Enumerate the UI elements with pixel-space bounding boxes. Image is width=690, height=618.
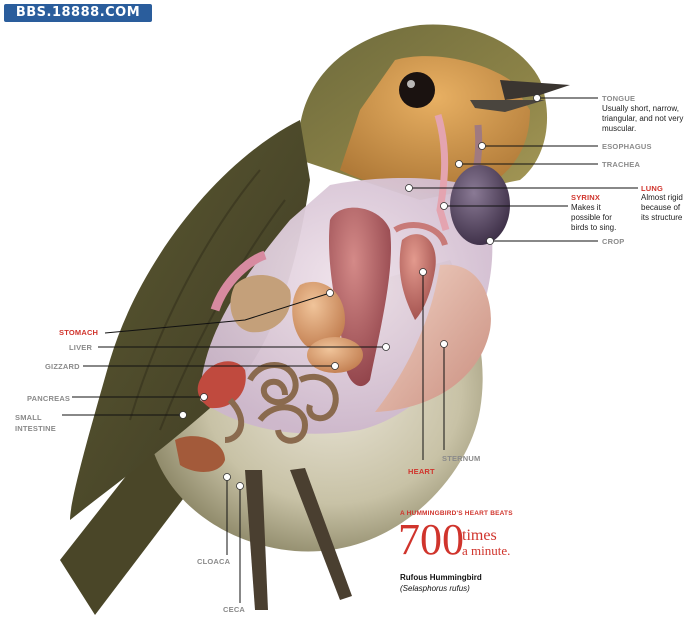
- note-line: Almost rigid: [641, 193, 683, 202]
- dot-gizzard: [331, 362, 339, 370]
- label-sternum: STERNUM: [442, 454, 481, 463]
- note-line: possible for: [571, 213, 612, 222]
- note-line: Usually short, narrow,: [602, 104, 679, 113]
- label-gizzard: GIZZARD: [45, 362, 80, 371]
- wing-feather-line: [129, 169, 261, 421]
- label-esophagus: ESOPHAGUS: [602, 142, 652, 151]
- watermark-logo: BBS.18888.COM: [4, 4, 152, 22]
- fact-heading: A HUMMINGBIRD'S HEART BEATS: [400, 510, 513, 517]
- crop-organ: [450, 165, 510, 245]
- dot-cloaca: [223, 473, 231, 481]
- note-lung: Almost rigid because of its structure: [641, 193, 683, 223]
- beak-upper: [500, 80, 570, 100]
- dot-tongue: [533, 94, 541, 102]
- note-line: its structure: [641, 213, 683, 222]
- dot-sternum: [440, 340, 448, 348]
- fact-scientific-name: (Selasphorus rufus): [400, 584, 470, 593]
- fact-bird-name: Rufous Hummingbird: [400, 573, 482, 582]
- liver-organ: [292, 281, 345, 349]
- syrinx-organ: [393, 222, 448, 247]
- label-stomach: STOMACH: [59, 328, 99, 337]
- dot-syrinx: [440, 202, 448, 210]
- trachea-tube: [434, 114, 450, 232]
- label-liver: LIVER: [69, 343, 93, 352]
- proventriculus: [210, 250, 267, 312]
- ceca-organ: [175, 436, 225, 472]
- beak-lower: [470, 100, 545, 112]
- face-breast: [340, 56, 530, 194]
- eye-highlight: [407, 80, 415, 88]
- label-small-intestine-line1: SMALL: [15, 413, 42, 422]
- label-ceca: CECA: [223, 605, 246, 614]
- label-trachea: TRACHEA: [602, 160, 641, 169]
- heart-organ: [399, 234, 436, 320]
- gizzard-organ: [307, 337, 363, 373]
- leader-stomach: [104, 292, 331, 334]
- dot-stomach: [326, 289, 334, 297]
- note-line: triangular, and not very: [602, 114, 684, 123]
- fact-unit-line1: times: [462, 527, 497, 544]
- label-small-intestine-line2: INTESTINE: [15, 424, 56, 433]
- stomach-organ: [230, 274, 291, 333]
- label-lung: LUNG: [641, 184, 664, 193]
- note-line: because of: [641, 203, 681, 212]
- label-heart: HEART: [408, 467, 435, 476]
- label-pancreas: PANCREAS: [27, 394, 71, 403]
- dot-lung: [405, 184, 413, 192]
- fact-unit-line2: a minute.: [462, 543, 511, 558]
- note-line: Makes it: [571, 203, 601, 212]
- note-tongue: Usually short, narrow, triangular, and n…: [602, 104, 683, 134]
- small-intestine-coils: [224, 362, 339, 444]
- label-cloaca: CLOACA: [197, 557, 231, 566]
- fact-unit: times a minute.: [462, 527, 511, 559]
- dot-trachea: [455, 160, 463, 168]
- note-line: birds to sing.: [571, 223, 617, 232]
- dot-esophagus: [478, 142, 486, 150]
- dot-heart: [419, 268, 427, 276]
- fact-number: 700: [398, 515, 464, 564]
- eye: [399, 72, 435, 108]
- pancreas-organ: [197, 361, 246, 409]
- label-syrinx: SYRINX: [571, 193, 601, 202]
- dot-ceca: [236, 482, 244, 490]
- dot-crop: [486, 237, 494, 245]
- sternum-bone: [375, 264, 491, 412]
- leg-back: [290, 468, 352, 600]
- dot-liver: [382, 343, 390, 351]
- dot-pancreas: [200, 393, 208, 401]
- label-tongue: TONGUE: [602, 94, 636, 103]
- note-line: muscular.: [602, 124, 637, 133]
- leg-front: [245, 470, 268, 610]
- dot-small-intestine: [179, 411, 187, 419]
- note-syrinx: Makes it possible for birds to sing.: [571, 203, 616, 233]
- label-crop: CROP: [602, 237, 625, 246]
